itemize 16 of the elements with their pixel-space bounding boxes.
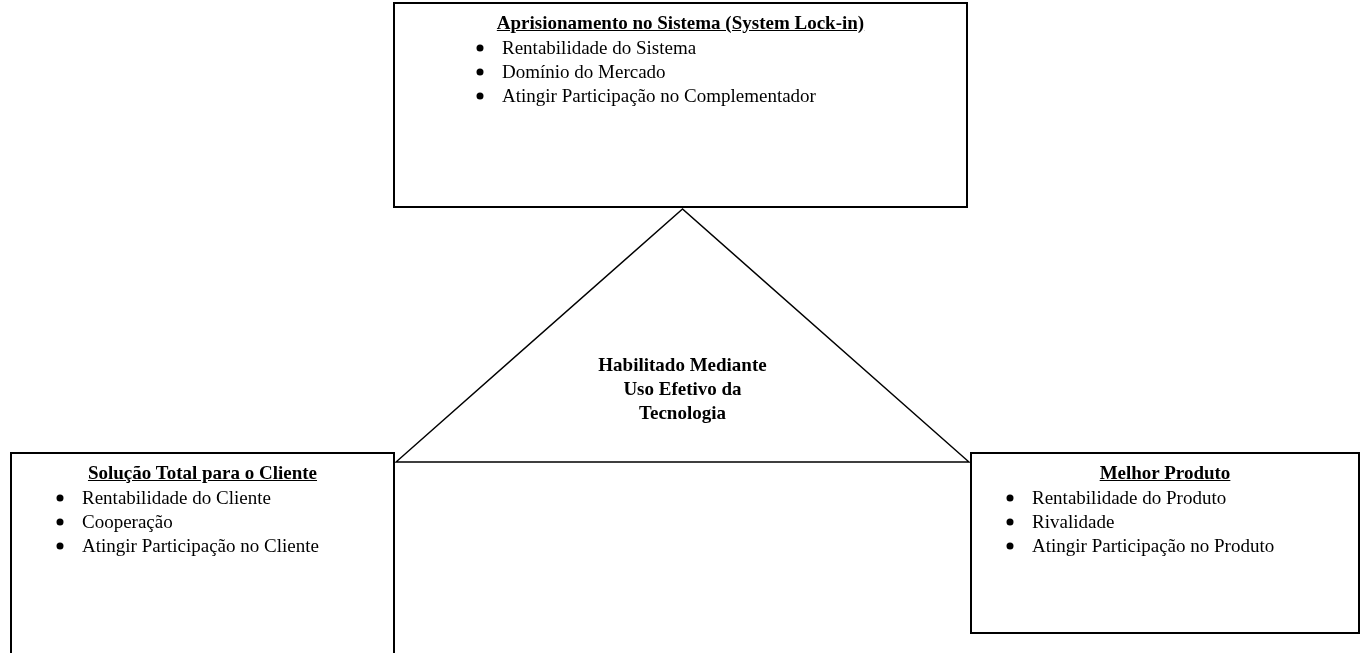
bullet-item: Atingir Participação no Complementador (502, 84, 817, 108)
bullet-item: Rivalidade (1032, 510, 1116, 534)
bullet-item: Atingir Participação no Cliente (82, 534, 320, 558)
bullet-item: Rentabilidade do Cliente (82, 486, 272, 510)
text-box (393, 2, 968, 208)
triangle-label: Habilitado Mediante Uso Efetivo da Tecnologia (597, 353, 768, 425)
bullet-item: Domínio do Mercado (502, 60, 667, 84)
text-box (970, 452, 1360, 634)
bullet-item: Atingir Participação no Produto (1032, 534, 1276, 558)
box-heading: Melhor Produto (1098, 462, 1232, 484)
bullet-item: Cooperação (82, 510, 174, 534)
text-box (10, 452, 395, 653)
bullet-item: Rentabilidade do Sistema (502, 36, 698, 60)
bullet-item: Rentabilidade do Produto (1032, 486, 1228, 510)
box-heading: Solução Total para o Cliente (86, 462, 319, 484)
box-heading: Aprisionamento no Sistema (System Lock-in) (495, 12, 866, 34)
